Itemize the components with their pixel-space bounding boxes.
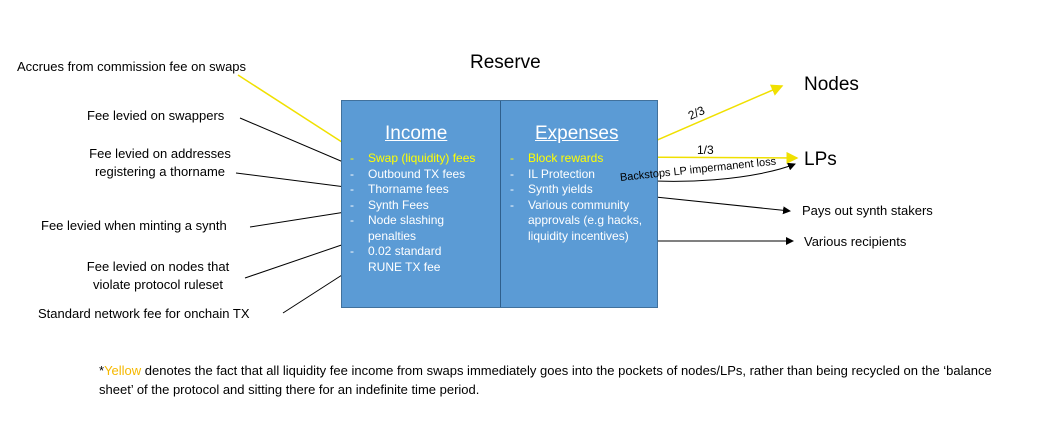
expense-item: -Block rewards [510, 151, 604, 165]
income-list: -Swap (liquidity) fees -Outbound TX fees… [350, 151, 495, 275]
label-nodes-destination: Nodes [804, 74, 859, 95]
diagram-title: Reserve [470, 52, 541, 73]
expense-item: -Various community approvals (e.g hacks,… [510, 197, 643, 243]
label-nodes-line1: Fee levied on nodes that [86, 259, 230, 274]
label-thorname-line2: registering a thorname [94, 164, 226, 179]
reserve-box: Income -Swap (liquidity) fees -Outbound … [341, 100, 658, 308]
footnote: *Yellow denotes the fact that all liquid… [99, 363, 992, 397]
income-heading: Income [385, 123, 448, 144]
label-various-recipients: Various recipients [804, 234, 907, 249]
column-divider [500, 101, 501, 307]
expense-item: -IL Protection [510, 166, 595, 181]
label-lps-destination: LPs [804, 149, 837, 170]
income-item: -Synth Fees [350, 197, 429, 212]
income-item: -Thorname fees [350, 182, 449, 196]
label-synth-stakers: Pays out synth stakers [802, 203, 933, 218]
label-nodes-line2: violate protocol ruleset [92, 277, 224, 292]
ratio-lps: 1/3 [697, 143, 714, 157]
label-thorname: Fee levied on addresses registering a th… [80, 145, 240, 181]
label-swappers: Fee levied on swappers [87, 108, 225, 123]
label-thorname-line1: Fee levied on addresses [89, 146, 231, 161]
income-item: -Outbound TX fees [350, 166, 466, 181]
label-network: Standard network fee for onchain TX [38, 306, 250, 321]
label-synth: Fee levied when minting a synth [41, 218, 227, 233]
footnote-yellow-word: Yellow [104, 363, 142, 378]
expenses-list: -Block rewards -IL Protection -Synth yie… [510, 151, 655, 244]
footnote-text: denotes the fact that all liquidity fee … [99, 363, 992, 397]
expenses-heading: Expenses [535, 123, 619, 144]
label-nodes: Fee levied on nodes that violate protoco… [72, 258, 244, 294]
expense-item: -Synth yields [510, 182, 593, 196]
income-item: -0.02 standard RUNE TX fee [350, 244, 442, 274]
label-commission: Accrues from commission fee on swaps [17, 59, 247, 74]
income-item: -Swap (liquidity) fees [350, 151, 476, 165]
income-item: -Node slashing penalties [350, 213, 445, 243]
